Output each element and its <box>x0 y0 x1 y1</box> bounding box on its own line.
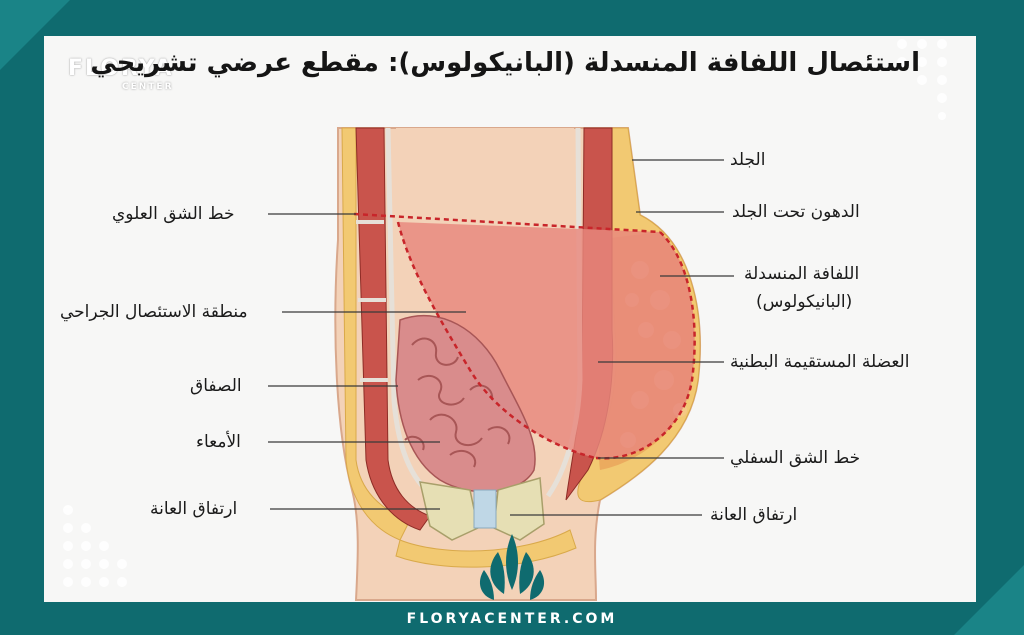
label-intestines: الأمعاء <box>196 432 241 452</box>
fat-layer-bottom <box>395 529 577 568</box>
label-rectus-muscle: العضلة المستقيمة البطنية <box>730 352 910 372</box>
label-lower-incision: خط الشق السفلي <box>730 448 861 468</box>
footer: FLORYACENTER.COM <box>0 604 1024 635</box>
fat-layer-left <box>341 127 411 541</box>
label-panniculus-line2: (البانيكولوس) <box>756 292 853 312</box>
pubic-symphysis-graphic <box>419 477 545 541</box>
label-excision-area: منطقة الاستئصال الجراحي <box>60 302 248 322</box>
footer-url: FLORYACENTER.COM <box>406 611 618 627</box>
rectus-muscle-left <box>355 127 431 531</box>
brand-watermark: FLORYA CENTER <box>68 56 208 96</box>
lower-incision-line <box>396 221 597 460</box>
intestines-graphic <box>395 314 536 493</box>
leader-lines-right <box>510 159 734 516</box>
page-title: استئصال اللفافة المنسدلة (البانيكولوس): … <box>90 48 920 78</box>
florya-logo-icon <box>479 534 545 600</box>
label-skin: الجلد <box>730 150 766 170</box>
label-upper-incision: خط الشق العلوي <box>112 204 235 224</box>
label-peritoneum: الصفاق <box>190 376 242 396</box>
brand-name: FLORYA <box>68 56 174 81</box>
upper-incision-line <box>353 212 661 234</box>
label-subcutaneous-fat: الدهون تحت الجلد <box>732 202 860 222</box>
muscle-tendons-left <box>356 220 388 382</box>
brand-sub: CENTER <box>122 82 174 92</box>
dot-pattern-bottom-left <box>63 505 127 587</box>
excision-area <box>398 222 695 459</box>
label-pubic-symphysis-left: ارتفاق العانة <box>150 499 238 519</box>
label-pubic-symphysis-right: ارتفاق العانة <box>710 505 798 525</box>
dot-pattern-top-right <box>897 39 947 120</box>
panniculus-outline <box>595 231 696 460</box>
label-panniculus-line1: اللفافة المنسدلة <box>744 264 860 284</box>
leader-lines-left <box>268 213 466 510</box>
